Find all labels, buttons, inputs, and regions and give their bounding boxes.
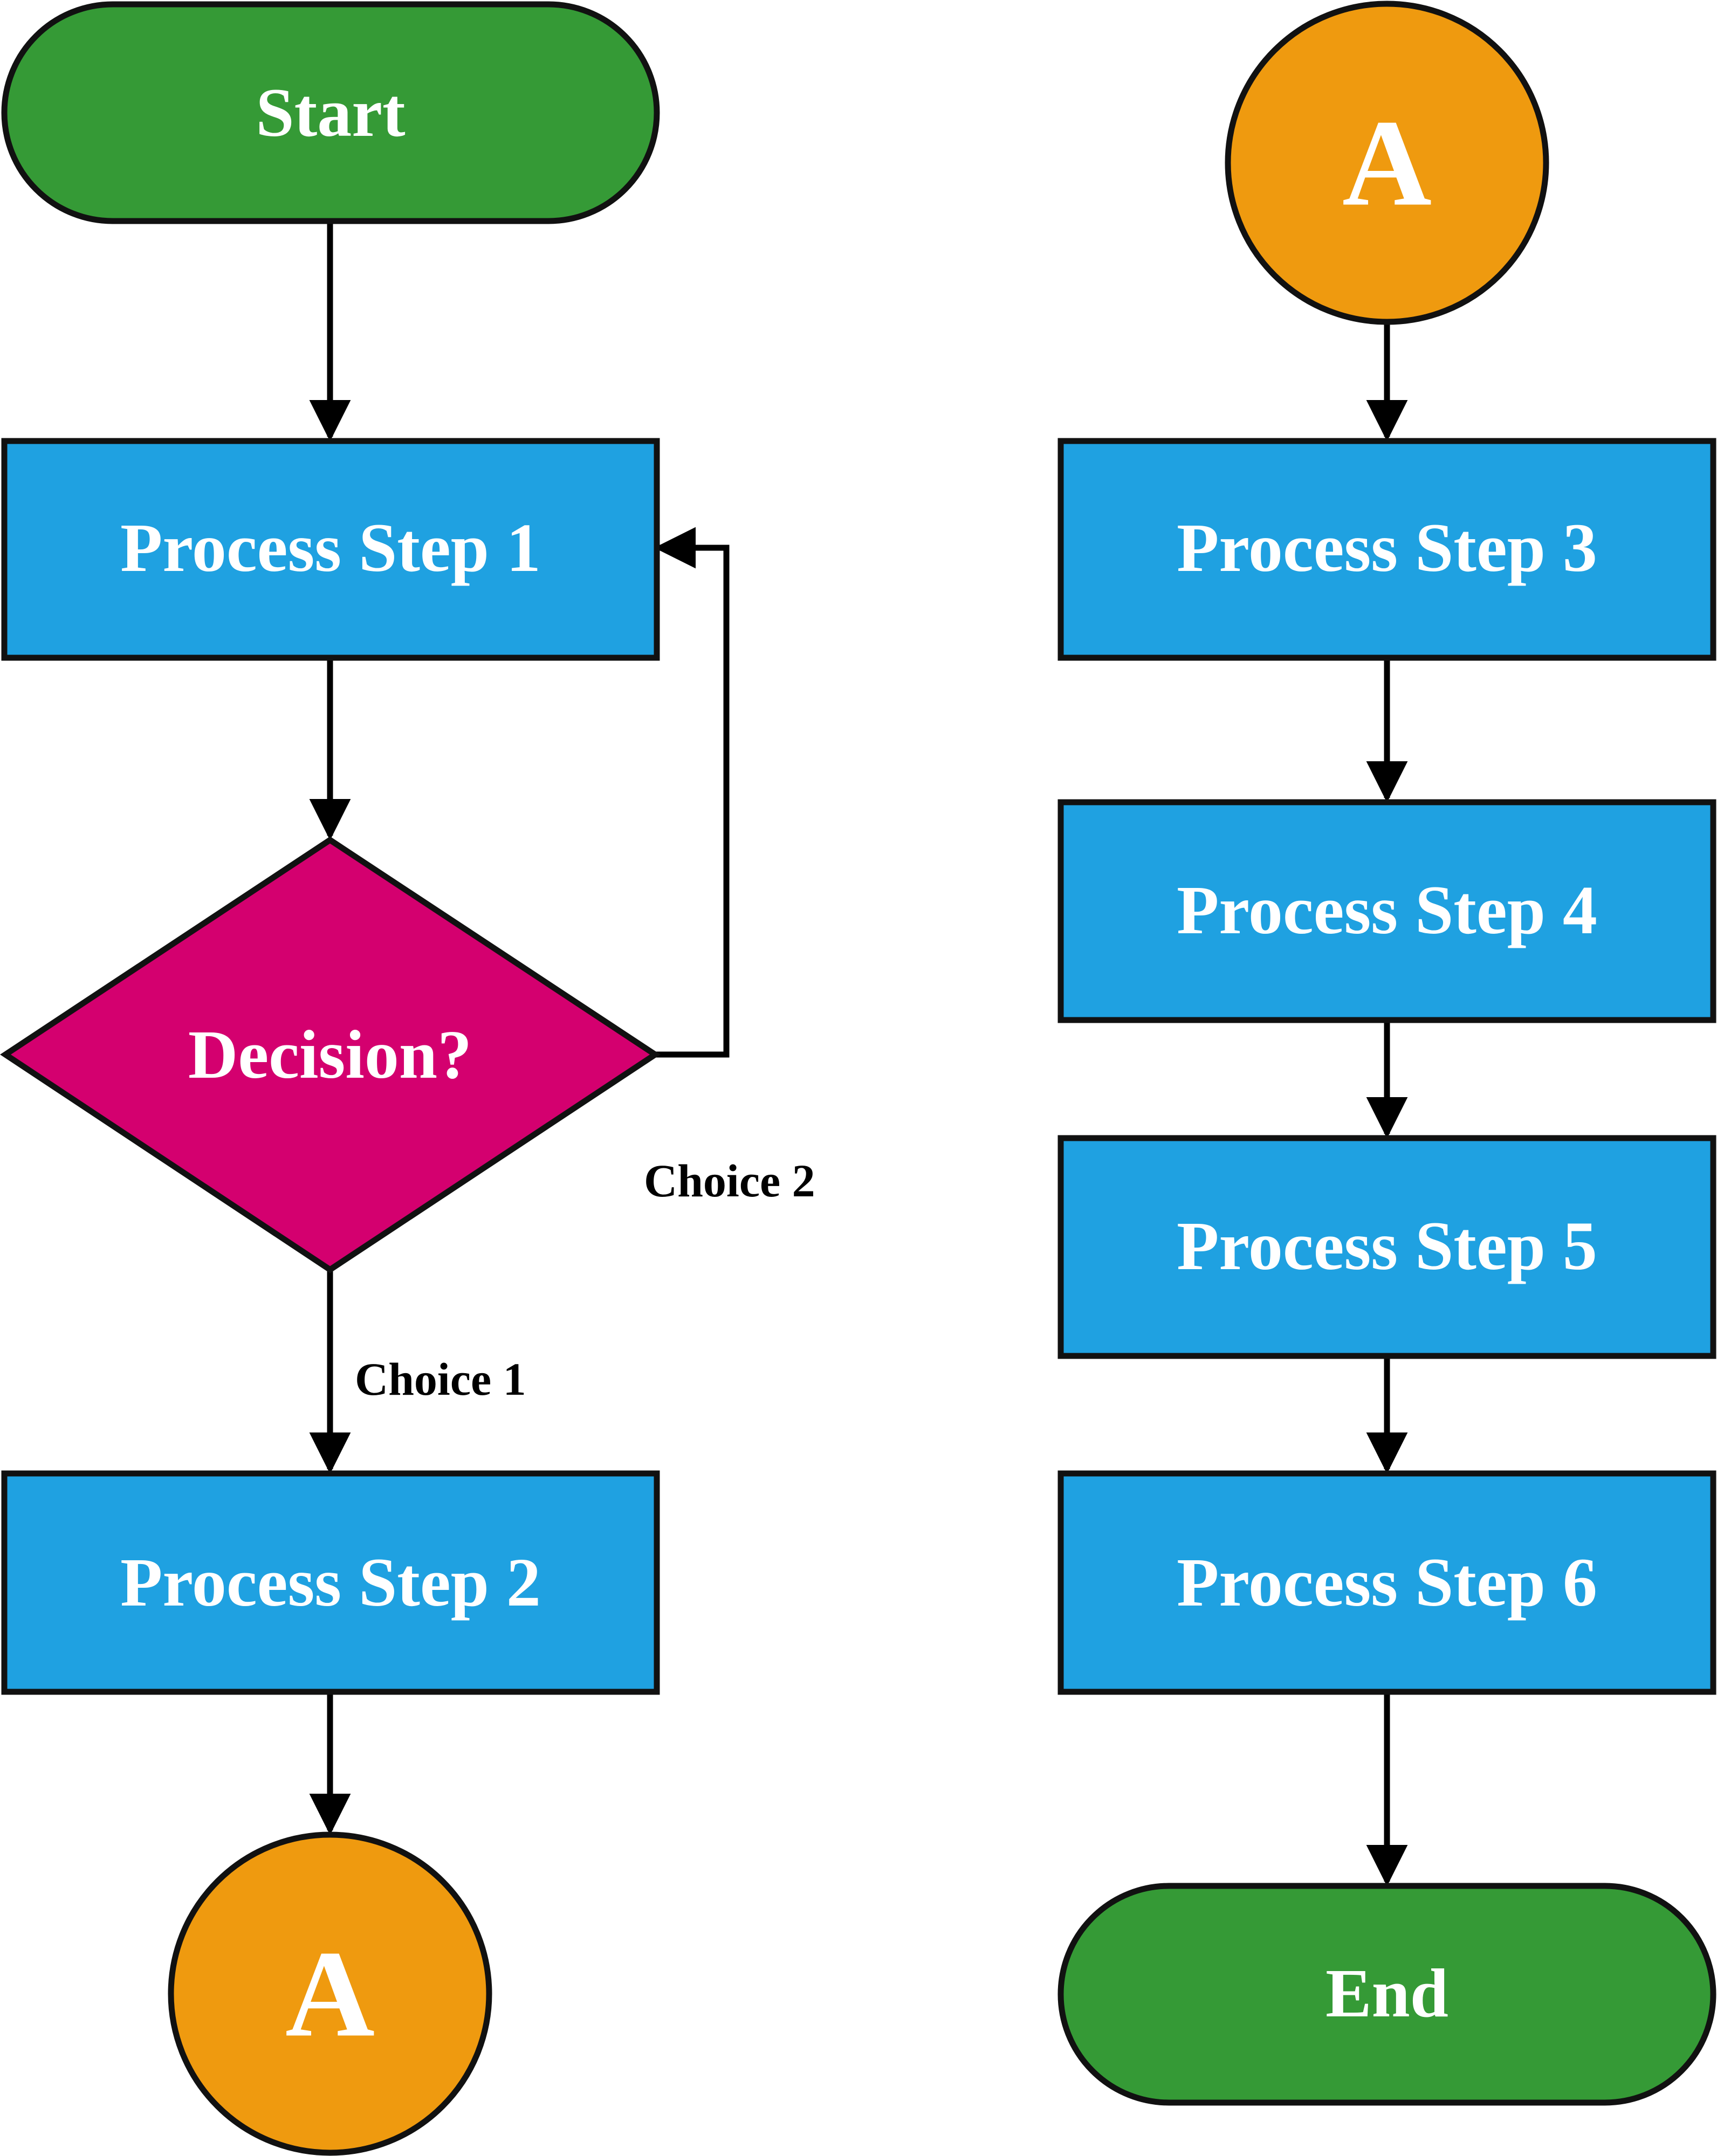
decision-diamond[interactable]: Decision? (0, 836, 661, 1273)
process-step-2-shape (1, 1470, 660, 1695)
process-step-1[interactable]: Process Step 1 (1, 438, 660, 661)
process-step-4-label: Process Step 4 (1177, 872, 1597, 948)
connector-bottom[interactable]: A (168, 1831, 492, 2156)
process-step-2-label: Process Step 2 (120, 1544, 541, 1621)
connector-bottom-label: A (285, 1925, 375, 2063)
edge-decision-to-step1-loop (654, 527, 730, 1058)
process-step-3[interactable]: Process Step 3 (1057, 438, 1716, 661)
process-step-5-shape (1057, 1135, 1716, 1359)
process-step-2[interactable]: Process Step 2 (1, 1470, 660, 1695)
process-step-6[interactable]: Process Step 6 (1057, 1470, 1716, 1695)
decision-label: Decision? (188, 1016, 472, 1093)
process-step-6-shape (1057, 1470, 1716, 1695)
edge-label-choice-1: Choice 1 (355, 1353, 526, 1405)
process-step-1-label: Process Step 1 (120, 509, 541, 586)
connector-top[interactable]: A (1225, 1, 1549, 325)
process-step-4-shape (1057, 799, 1716, 1023)
process-step-1-shape (1, 438, 660, 661)
start-label: Start (256, 74, 406, 151)
process-step-4[interactable]: Process Step 4 (1057, 799, 1716, 1023)
process-step-3-label: Process Step 3 (1177, 509, 1597, 586)
end-terminal[interactable]: End (1057, 1883, 1716, 2106)
process-step-6-label: Process Step 6 (1177, 1544, 1597, 1621)
end-label: End (1325, 1955, 1448, 2031)
start-shape (1, 1, 660, 224)
process-step-5-label: Process Step 5 (1177, 1208, 1597, 1284)
process-step-5[interactable]: Process Step 5 (1057, 1135, 1716, 1359)
end-shape (1057, 1883, 1716, 2106)
process-step-3-shape (1057, 438, 1716, 661)
decision-shape (0, 836, 661, 1273)
start-terminal[interactable]: Start (1, 1, 660, 224)
connector-top-label: A (1342, 94, 1432, 232)
connector-top-shape (1225, 1, 1549, 325)
edge-label-choice-2: Choice 2 (644, 1155, 815, 1207)
connector-bottom-shape (168, 1831, 492, 2156)
